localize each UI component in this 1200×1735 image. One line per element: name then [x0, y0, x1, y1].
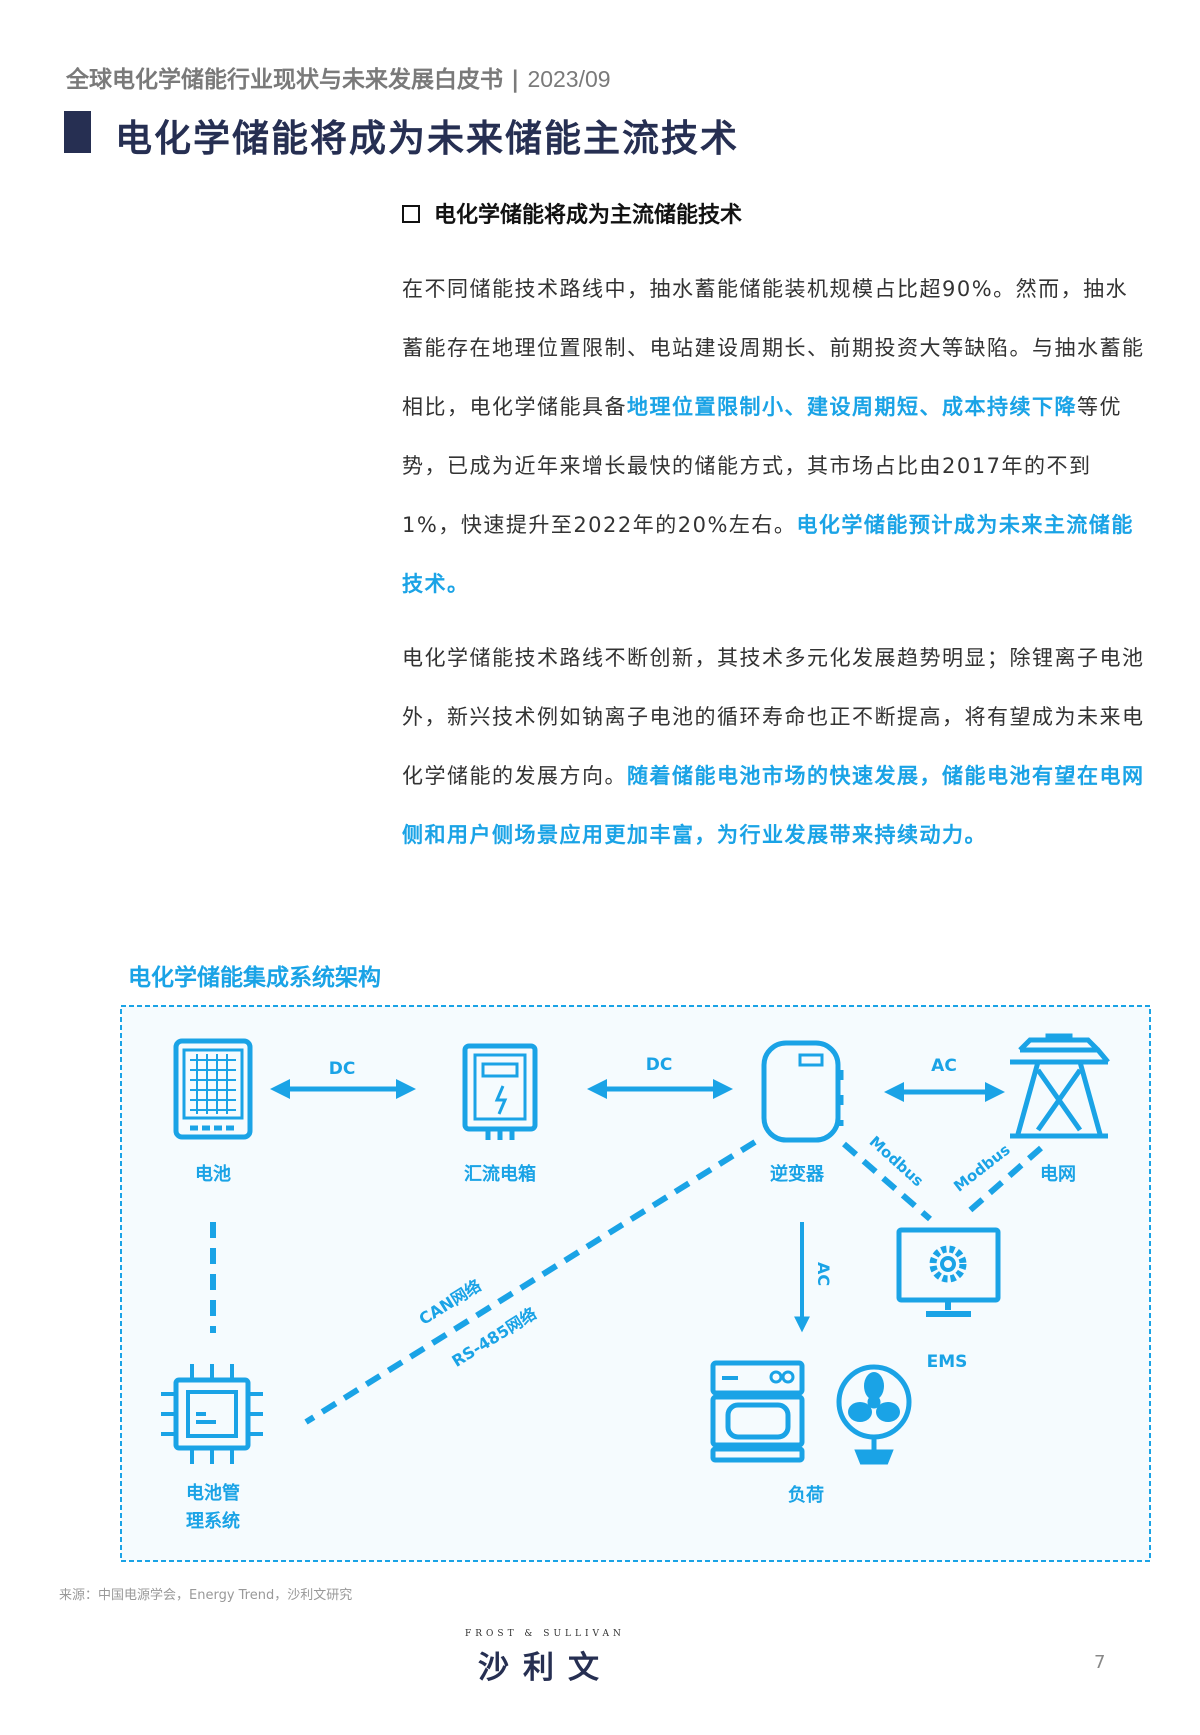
- label-battery: 电池: [195, 1163, 231, 1185]
- inverter-icon: [761, 1040, 844, 1143]
- header-separator: |: [511, 67, 520, 93]
- label-inverter: 逆变器: [770, 1163, 825, 1185]
- section-heading-text: 电化学储能将成为主流储能技术: [434, 203, 743, 228]
- bms-chip-icon: [161, 1364, 263, 1464]
- label-ems: EMS: [927, 1352, 968, 1372]
- para1-highlight: 电化学储能预计成为未来主流储能技术。: [402, 513, 1134, 596]
- label-ac: AC: [931, 1056, 957, 1076]
- report-date: 2023/09: [527, 66, 611, 92]
- fan-icon: [836, 1364, 912, 1465]
- title-accent-bar: [64, 111, 91, 153]
- battery-icon: [173, 1038, 253, 1140]
- label-bms-1: 电池管: [186, 1482, 240, 1504]
- checkbox-square-icon: [402, 205, 420, 223]
- paragraph-2: 电化学储能技术路线不断创新，其技术多元化发展趋势明显；除锂离子电池外，新兴技术例…: [402, 629, 1147, 865]
- diagram-title: 电化学储能集成系统架构: [128, 965, 381, 991]
- source-note: 来源：中国电源学会，Energy Trend，沙利文研究: [59, 1588, 353, 1603]
- power-tower-icon: [1010, 1033, 1110, 1139]
- modbus-link-grid: [965, 1145, 1043, 1216]
- washing-machine-icon: [710, 1360, 805, 1463]
- label-bms-2: 理系统: [186, 1510, 240, 1532]
- label-combiner: 汇流电箱: [464, 1163, 536, 1185]
- report-title: 全球电化学储能行业现状与未来发展白皮书: [66, 67, 503, 93]
- logo-frost-sullivan: FROST & SULLIVAN: [465, 1629, 625, 1639]
- page-number: 7: [1094, 1652, 1106, 1673]
- label-dc-2: DC: [646, 1055, 673, 1075]
- para1-text: 在不同储能技术路线中，抽水蓄能储能装机规模占比超90%。然而，抽水蓄能存在地理位…: [402, 277, 1145, 419]
- ems-monitor-icon: [896, 1227, 1001, 1317]
- para1-highlight: 地理位置限制小、建设周期短、成本持续下降: [627, 395, 1077, 419]
- label-ac-down: AC: [814, 1262, 833, 1286]
- modbus-link-inverter: [842, 1141, 932, 1222]
- label-load: 负荷: [788, 1484, 824, 1506]
- report-header: 全球电化学储能行业现状与未来发展白皮书 | 2023/09: [66, 60, 611, 94]
- combiner-box-icon: [462, 1043, 538, 1140]
- paragraph-1: 在不同储能技术路线中，抽水蓄能储能装机规模占比超90%。然而，抽水蓄能存在地理位…: [402, 260, 1147, 614]
- section-heading: 电化学储能将成为主流储能技术: [402, 197, 742, 229]
- para1-text: 等优势，已成为近年来增长最快的储能方式，其市场占比由2017年的不到1%，快速提…: [402, 395, 1122, 537]
- para2-highlight: 随着储能电池市场的快速发展，储能电池有望在电网侧和用户侧场景应用更加丰富，为行业…: [402, 764, 1145, 847]
- para2-text: 电化学储能技术路线不断创新，其技术多元化发展趋势明显；除锂离子电池外，新兴技术例…: [402, 646, 1145, 788]
- can-rs485-link: [304, 1139, 757, 1425]
- label-grid: 电网: [1040, 1163, 1076, 1185]
- page-title: 电化学储能将成为未来储能主流技术: [115, 117, 739, 160]
- logo-shaliwen: 沙利文: [478, 1650, 613, 1686]
- label-dc-1: DC: [329, 1059, 356, 1079]
